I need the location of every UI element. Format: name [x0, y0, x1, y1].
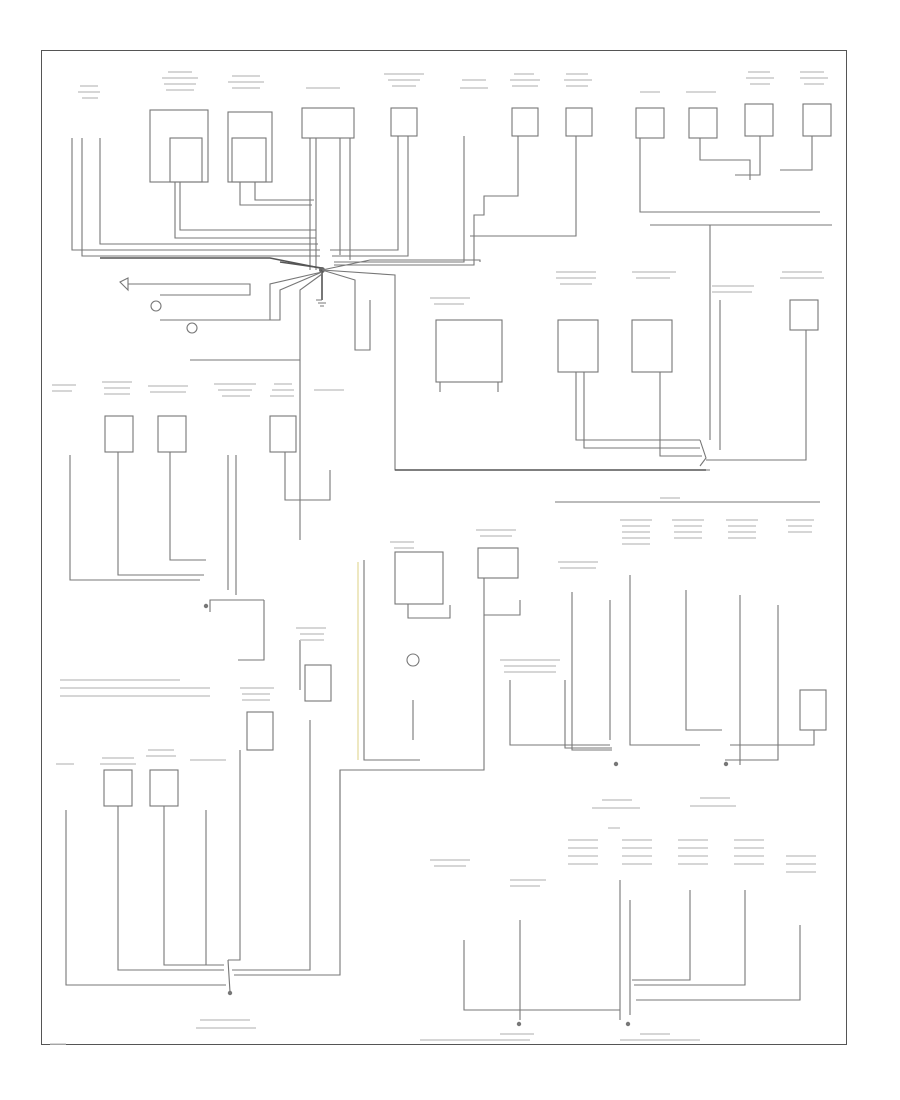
right-middle-wires [509, 501, 827, 767]
center-components [246, 547, 521, 840]
top-components [149, 103, 832, 183]
faint-labels [50, 71, 828, 1045]
diagram-border [41, 50, 847, 1045]
lower-right-wires [463, 880, 801, 1027]
middle-left-components [69, 415, 331, 661]
top-left-wires [71, 136, 577, 270]
lower-left-wires [65, 720, 341, 996]
middle-right-components [395, 299, 819, 471]
upper-right-wires [639, 136, 832, 440]
central-ground-node [119, 259, 710, 540]
